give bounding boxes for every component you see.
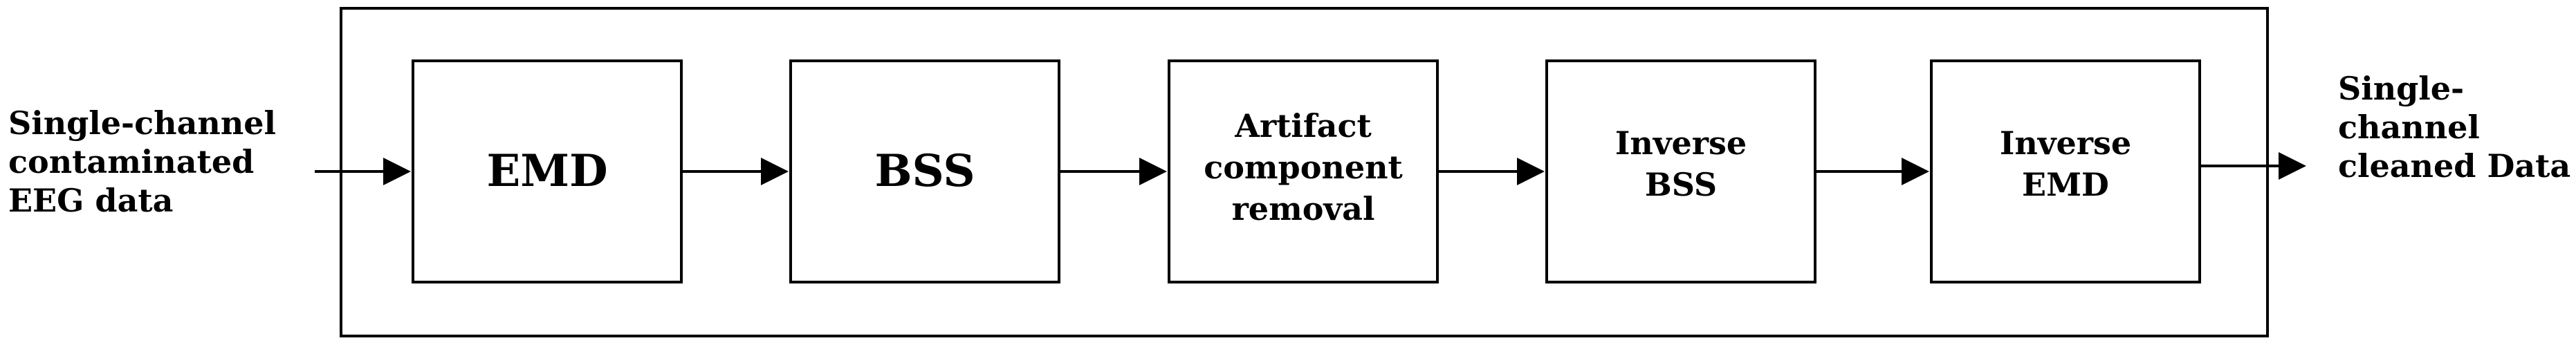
step-box-emd [412, 59, 683, 283]
input-label: Single-channel contaminated EEG data [8, 104, 277, 219]
step-label-inverse-emd: Inverse EMD [1999, 124, 2132, 203]
step-label-emd: EMD [486, 145, 608, 197]
step-label-bss: BSS [874, 145, 975, 197]
step-box-artifact-removal [1168, 59, 1439, 283]
step-box-inverse-bss [1545, 59, 1816, 283]
step-label-inverse-bss: Inverse BSS [1614, 124, 1747, 203]
step-box-inverse-emd [1930, 59, 2201, 283]
step-label-artifact-removal: Artifact component removal [1204, 107, 1403, 227]
output-label: Single- channel cleaned Data [2338, 70, 2571, 185]
